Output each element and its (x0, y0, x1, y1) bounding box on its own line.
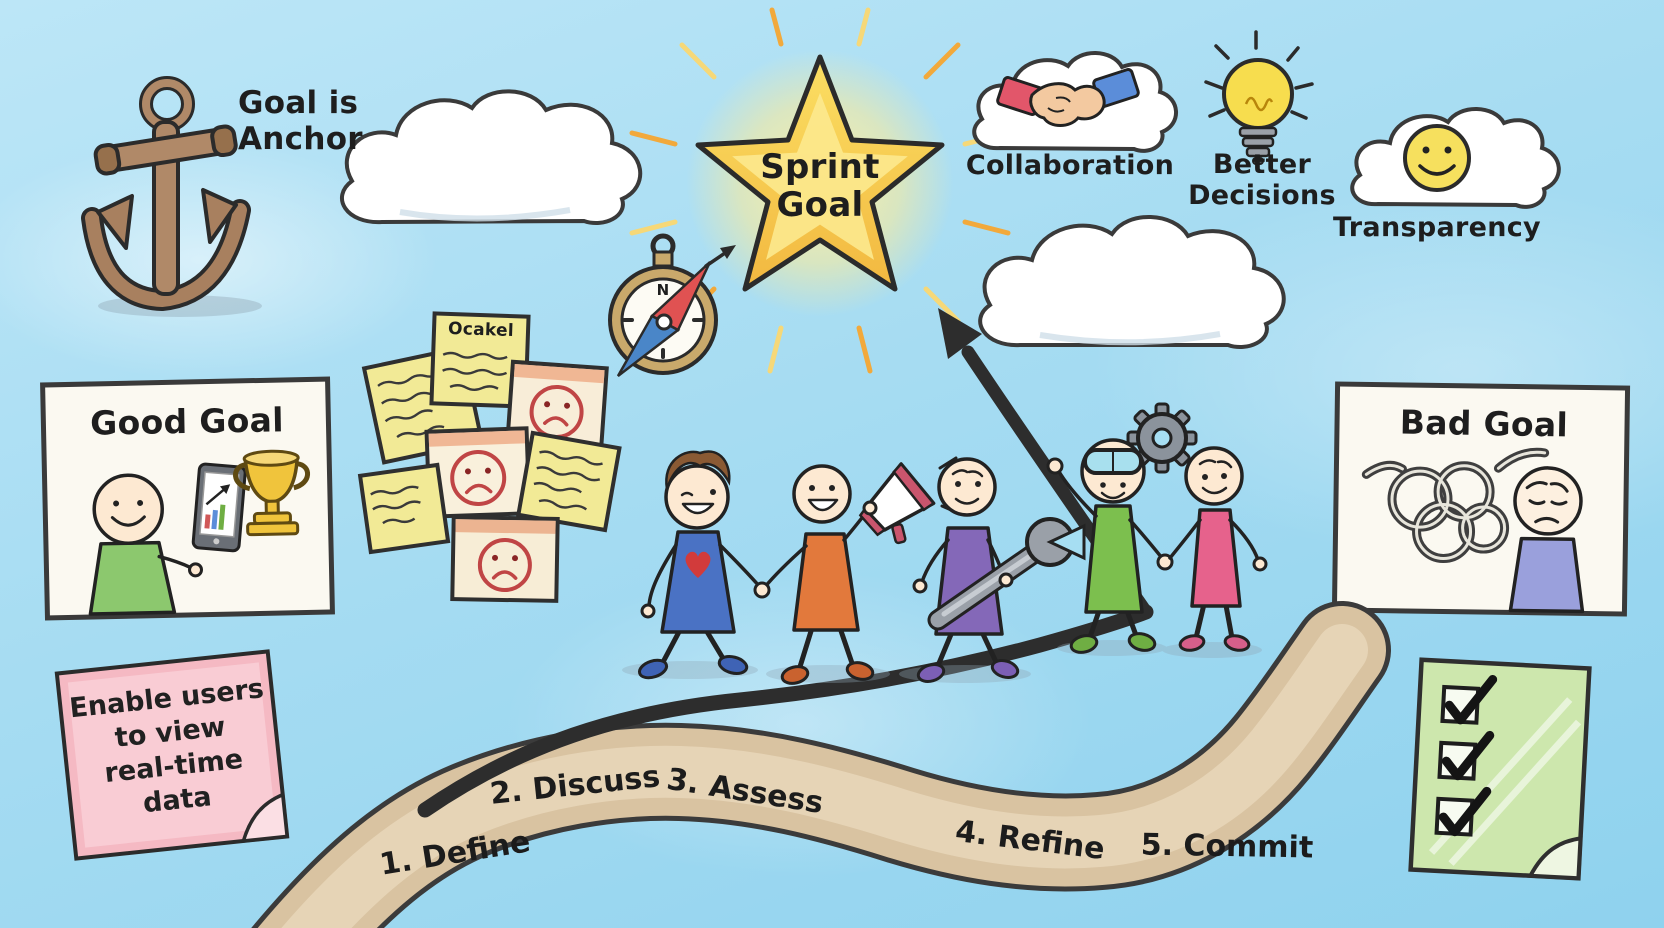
curled-corner (1527, 835, 1583, 881)
handshake-icon (996, 68, 1140, 127)
goggles-icon (1083, 448, 1143, 475)
goal-anchor-label: Goal is Anchor (238, 85, 363, 157)
megaphone-icon (858, 462, 936, 545)
stick-figure-heart (637, 450, 762, 680)
sad-person (1508, 466, 1585, 614)
lightbulb-icon (1204, 30, 1314, 165)
process-step-commit: 5. Commit (1140, 827, 1314, 866)
cloud-top-left (339, 89, 643, 226)
checklist-items (1434, 674, 1498, 837)
good-goal-title: Good Goal (89, 400, 285, 443)
sticky-note (516, 430, 622, 533)
sticky-note-sad (505, 359, 609, 453)
tangled-knot-icon (1361, 447, 1550, 563)
sticky-note (357, 462, 451, 555)
checklist-icon (1408, 657, 1592, 881)
bad-goal-title: Bad Goal (1399, 402, 1569, 445)
stick-figure-megaphone (753, 456, 967, 685)
pink-note-text: Enable users to view real-time data (63, 672, 280, 829)
compass-icon (608, 233, 736, 377)
stick-figure-pink (1168, 446, 1268, 652)
wrench-icon (927, 517, 1086, 631)
transparency-cloud (1350, 107, 1561, 209)
folded-corner (240, 792, 290, 844)
transparency-label: Transparency (1333, 212, 1541, 243)
stick-figure-wrench (912, 457, 1086, 683)
collaboration-label: Collaboration (965, 150, 1175, 181)
sticky-note-sad (450, 515, 560, 603)
good-goal-person (88, 473, 204, 616)
collaboration-cloud (972, 51, 1178, 153)
clasped-hands (753, 581, 771, 599)
sprint-goal-label: Sprint Goal (760, 147, 880, 226)
bad-goal-panel (1331, 381, 1631, 617)
tablet-icon (191, 462, 247, 553)
anchor-icon (81, 76, 262, 317)
better-decisions-label: Better Decisions (1188, 149, 1336, 211)
road-edge-curve (417, 604, 1154, 818)
sprint-goal-star (629, 5, 1011, 374)
heart-icon (685, 551, 711, 578)
pink-sticky-note (54, 649, 290, 861)
sticky-note-cluster (357, 311, 622, 603)
team-figures (622, 402, 1268, 685)
sticky-note-title: Ocakel (447, 318, 515, 342)
good-goal-panel (40, 376, 335, 621)
compass-north-label: N (656, 281, 670, 299)
smiley-icon (1403, 124, 1471, 192)
trophy-icon (233, 449, 311, 537)
star-inner (732, 92, 908, 260)
stick-figure-goggles (1046, 402, 1198, 654)
arrowhead (938, 308, 982, 359)
cloud-center-right (978, 215, 1286, 350)
process-path-ribbon (251, 601, 1391, 928)
